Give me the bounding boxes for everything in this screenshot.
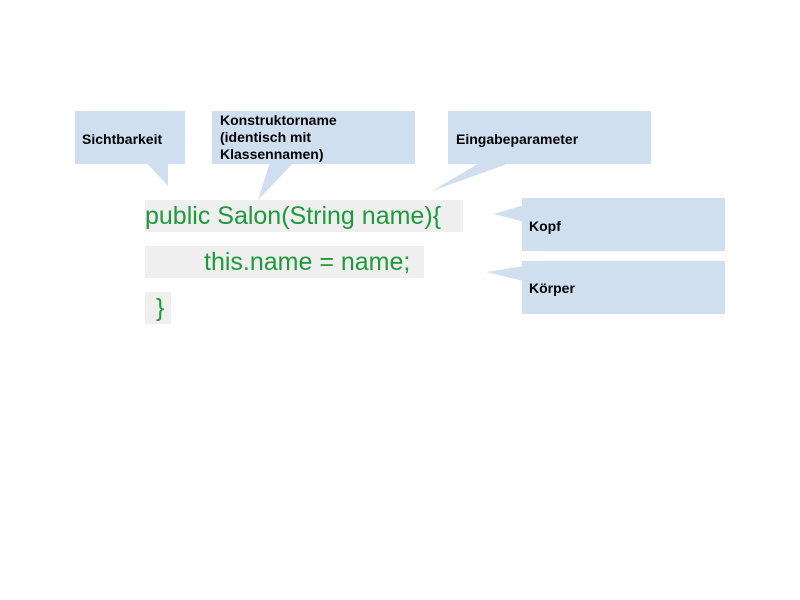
parameters-label: Eingabeparameter [456, 131, 579, 147]
code-line-3-background [145, 292, 171, 324]
head-callout-box [522, 198, 725, 251]
body-label: Körper [529, 280, 575, 296]
code-line-2-background [145, 246, 424, 278]
constructor-name-label: Konstruktorname (identisch mit Klassenna… [220, 112, 337, 163]
code-line-3: } [156, 294, 165, 322]
constructor-name-label-line-2: (identisch mit [220, 129, 312, 145]
constructor-name-callout-pointer [258, 162, 294, 200]
code-line-2: this.name = name; [204, 248, 411, 276]
constructor-name-callout-box [212, 111, 415, 164]
body-callout-box [522, 261, 725, 314]
constructor-name-label-line-1: Konstruktorname [220, 112, 337, 128]
code-line-1-background [145, 200, 463, 232]
head-callout-pointer [494, 205, 524, 222]
parameters-callout-pointer [432, 162, 513, 191]
constructor-name-label-line-3: Klassennamen) [220, 146, 324, 162]
visibility-callout-pointer [146, 162, 168, 186]
body-callout-pointer [486, 266, 524, 281]
code-line-1: public Salon(String name){ [145, 202, 441, 230]
parameters-callout-box [448, 111, 651, 164]
head-label: Kopf [529, 218, 561, 234]
visibility-callout-box [75, 111, 185, 164]
visibility-label: Sichtbarkeit [82, 131, 163, 147]
